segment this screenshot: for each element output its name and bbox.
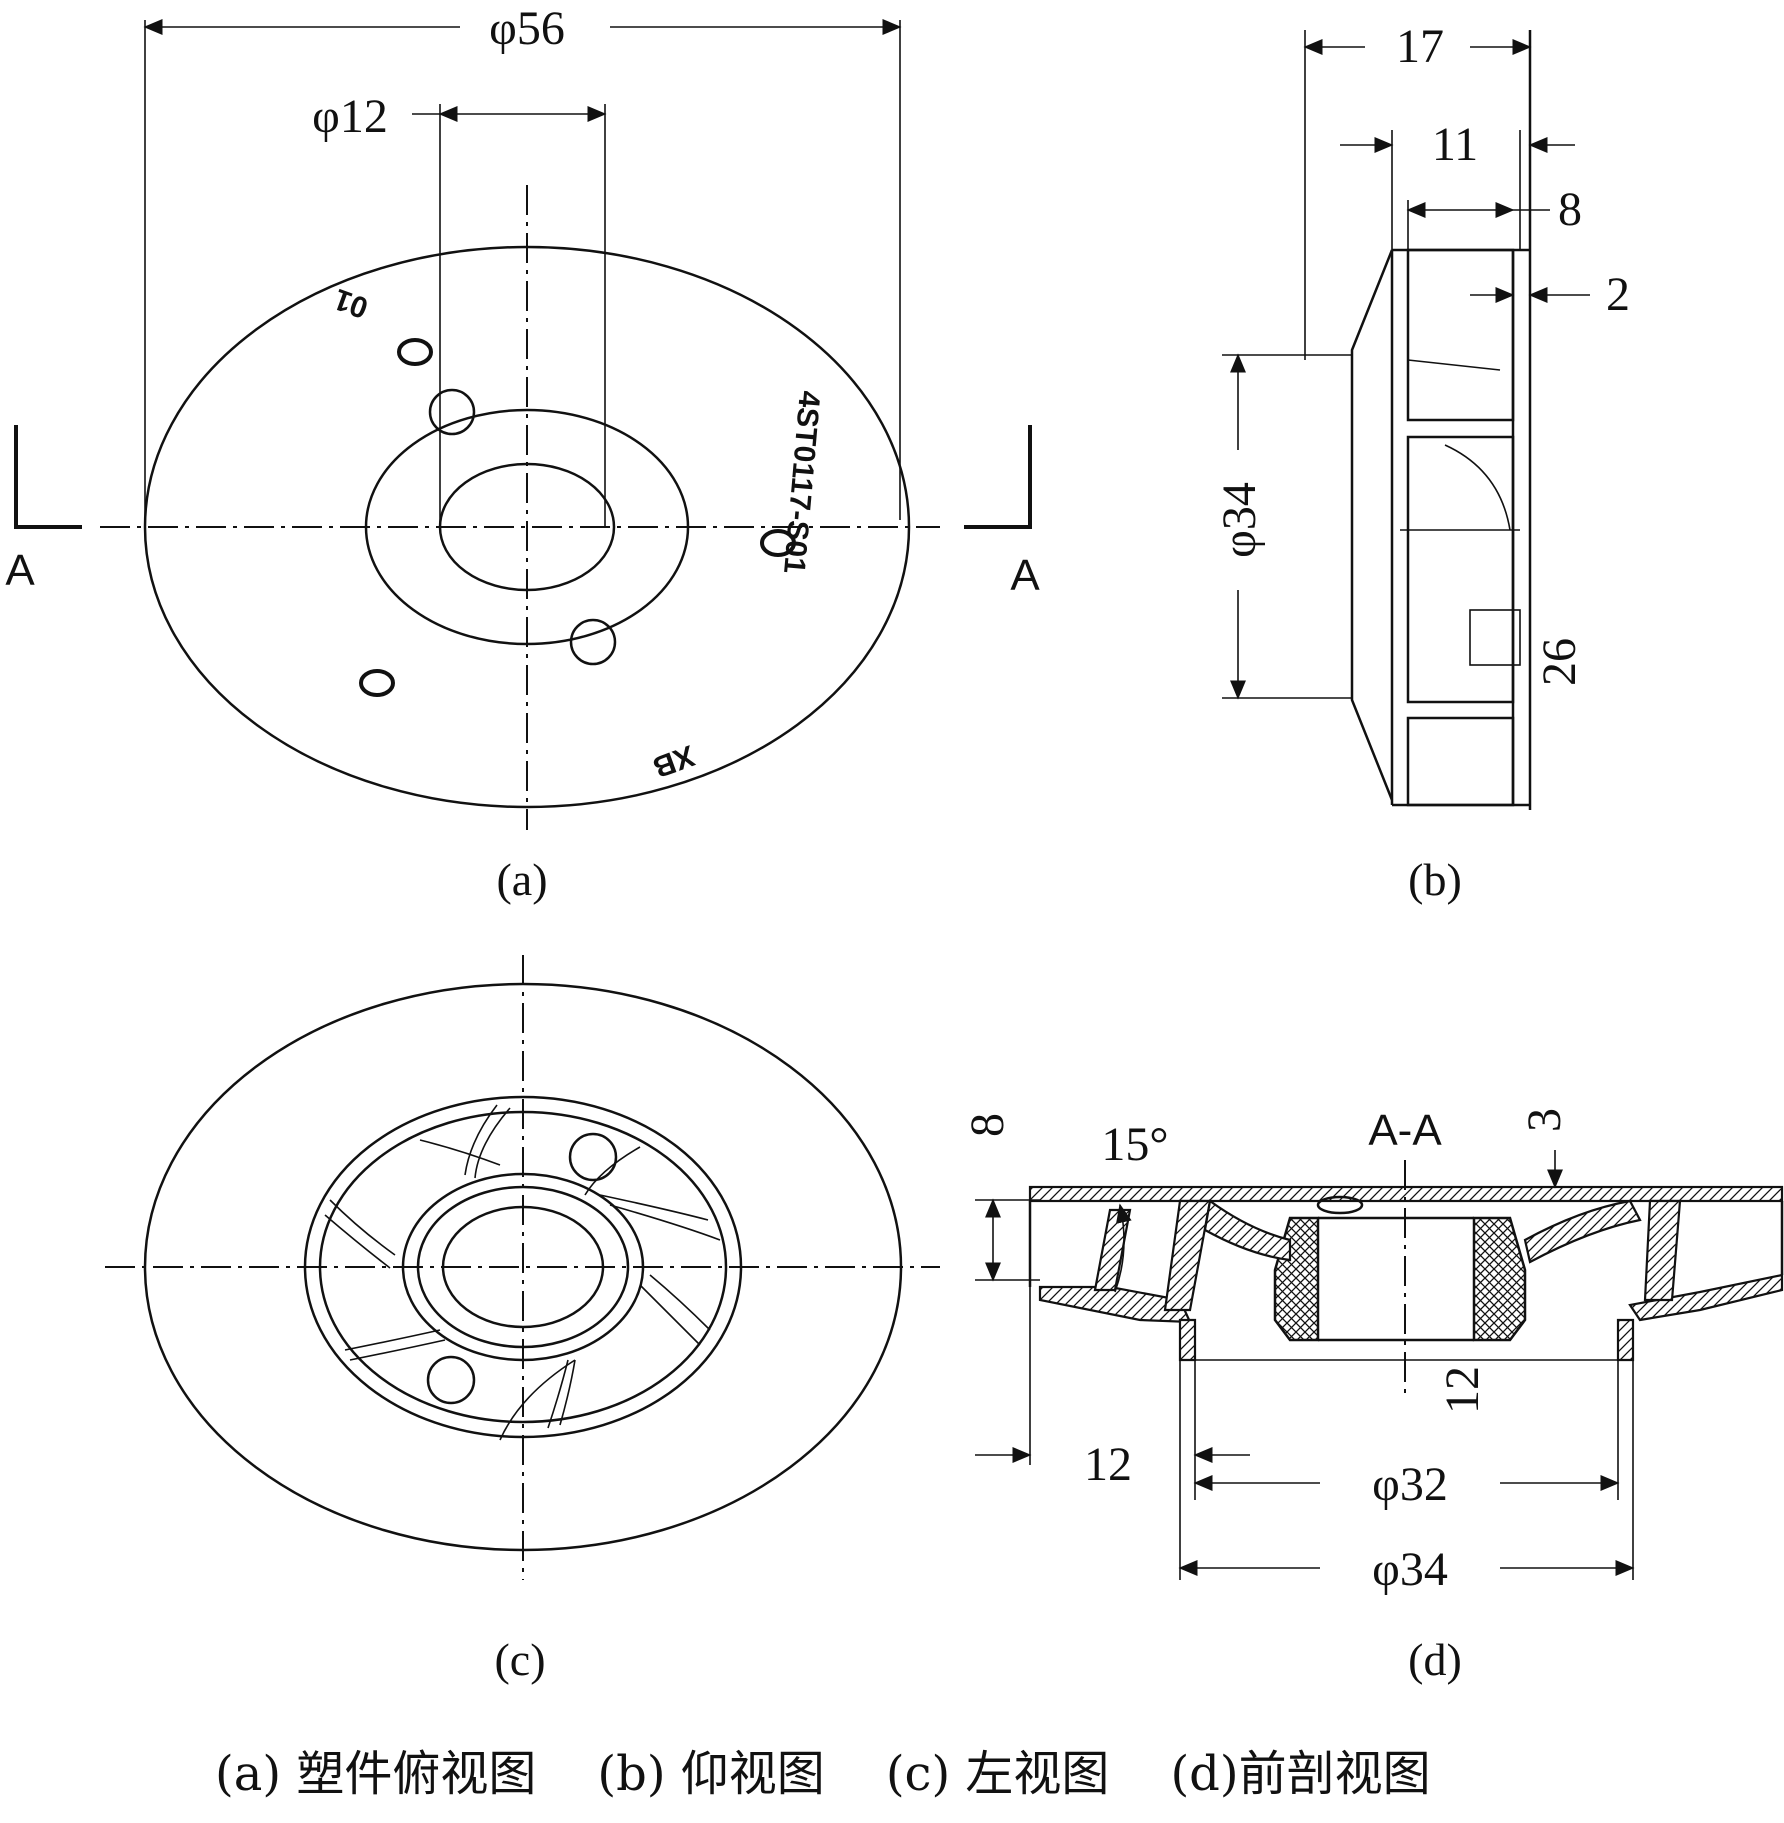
dim-phi34-label: φ34	[1372, 1543, 1448, 1596]
left-blade-1	[1163, 1199, 1212, 1312]
section-mark-left	[14, 425, 82, 529]
o-mark-lower-left	[359, 669, 395, 697]
blade-1	[464, 1104, 498, 1176]
hole-section	[1316, 1195, 1364, 1215]
section-mark-right	[964, 425, 1032, 529]
blade-curve	[1444, 444, 1511, 531]
hub-ring-outer	[401, 1172, 645, 1362]
hub-right-block	[1472, 1216, 1527, 1342]
dim-26-label: 26	[1533, 638, 1586, 686]
blade-slot-middle	[1406, 435, 1515, 704]
o-mark-right	[760, 529, 796, 557]
section-label-right: A	[1010, 551, 1040, 600]
hole-upper-left	[428, 388, 476, 436]
blade-7	[329, 1199, 396, 1256]
impeller-ring-inner	[318, 1110, 728, 1424]
blade-line-1	[1407, 359, 1501, 371]
dim-8-label: 8	[1558, 183, 1582, 236]
view-a-top-view: 01 4ST0117-S01 XB φ56 φ12 A A (a)	[5, 2, 1040, 905]
view-c-left-view: (c)	[105, 955, 940, 1685]
impeller-blades	[324, 1104, 721, 1441]
blade-4b	[639, 1284, 701, 1346]
blade-1b	[474, 1107, 511, 1179]
blade-4	[649, 1274, 711, 1331]
tapered-profile	[1350, 249, 1394, 801]
view-a-caption: (a)	[496, 854, 547, 905]
dim-17-label: 17	[1396, 20, 1444, 73]
dim-phi34-label: φ34	[1213, 482, 1266, 558]
blade-5	[559, 1359, 576, 1426]
dim-8-label: 8	[961, 1113, 1014, 1137]
blade-slot-lower	[1406, 716, 1515, 807]
blade-8	[419, 1139, 501, 1166]
dim-12-center-label: 12	[1436, 1366, 1489, 1414]
blade-2	[584, 1146, 641, 1196]
figure-caption: (a) 塑件俯视图 (b) 仰视图 (c) 左视图 (d)前剖视图	[215, 1746, 1431, 1802]
view-d-section-view: A-A 8 15° 3 12 12 φ32 φ34 (d)	[961, 1106, 1784, 1685]
mark-part-number-text: 4ST0117-S01	[777, 389, 826, 575]
left-hub-web	[1203, 1199, 1292, 1262]
right-skirt	[1616, 1318, 1635, 1362]
view-d-caption: (d)	[1408, 1634, 1462, 1685]
mark-01-text: 01	[330, 282, 373, 324]
dim-15deg-label: 15°	[1101, 1118, 1168, 1171]
mark-xb-text: XB	[648, 738, 698, 783]
hole-lower-right	[569, 618, 617, 666]
right-blade-1	[1643, 1199, 1682, 1302]
right-hub-web	[1523, 1199, 1642, 1264]
hub-ring-inner	[416, 1185, 630, 1349]
blade-detail	[1469, 609, 1521, 666]
view-c-caption: (c)	[494, 1634, 545, 1685]
dim-3-label: 3	[1518, 1108, 1571, 1132]
center-bore	[441, 1205, 605, 1329]
blade-3	[599, 1194, 709, 1221]
hole-upper-right	[568, 1132, 618, 1182]
hole-lower-left	[426, 1355, 476, 1405]
hub-outer-circle	[364, 408, 690, 646]
right-flange	[1628, 1273, 1784, 1322]
dim-phi32-label: φ32	[1372, 1458, 1448, 1511]
impeller-ring-outer	[303, 1095, 743, 1439]
outer-disk-outline	[143, 982, 903, 1552]
dim-2-label: 2	[1606, 268, 1630, 321]
blade-6	[349, 1339, 446, 1361]
outer-disk-outline	[143, 245, 911, 809]
dim-arc-15	[1114, 1203, 1132, 1293]
hub-left-block	[1273, 1216, 1320, 1342]
blade-slot-upper	[1406, 248, 1515, 422]
blade-6b	[344, 1329, 441, 1351]
view-b-bottom-view: 17 11 8 2 φ34 26 (b)	[1213, 20, 1630, 905]
dim-phi56-label: φ56	[489, 2, 565, 55]
blade-9	[499, 1359, 576, 1441]
dim-phi12-label: φ12	[312, 90, 388, 143]
o-mark-top	[397, 338, 433, 366]
left-skirt	[1178, 1318, 1197, 1362]
section-label-left: A	[5, 546, 35, 595]
blade-3b	[609, 1204, 721, 1241]
section-title: A-A	[1368, 1106, 1442, 1155]
dim-11-label: 11	[1432, 118, 1478, 171]
blade-7b	[324, 1214, 391, 1269]
left-blade-2	[1093, 1208, 1132, 1292]
view-b-caption: (b)	[1408, 854, 1462, 905]
dim-12-left-label: 12	[1084, 1438, 1132, 1491]
